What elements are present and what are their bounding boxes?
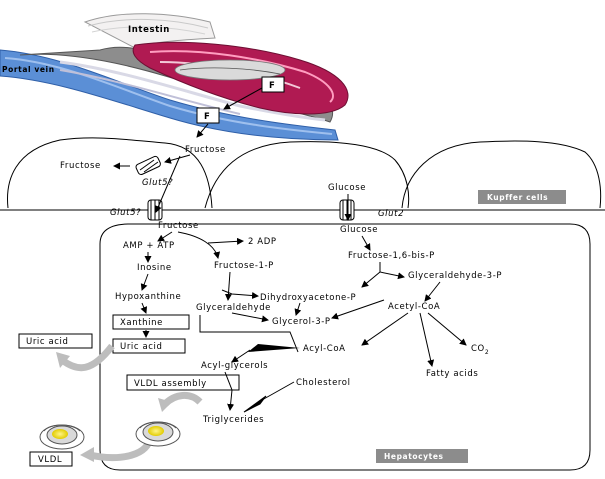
kupffer-cells-label-box: [478, 190, 566, 204]
hypoxanthine-label: Hypoxanthine: [115, 292, 181, 302]
fructose-1p-label: Fructose-1-P: [214, 261, 274, 271]
vldl-assembly-box: [126, 374, 240, 391]
uric-acid-out-label: Uric acid: [26, 337, 69, 347]
glycerol-3p-label: Glycerol-3-P: [272, 317, 331, 327]
fructose-portal-label: Fructose: [185, 145, 226, 155]
uric-acid-out-box: [18, 333, 93, 349]
glucose-sinusoid-label: Glucose: [328, 183, 366, 193]
fructose-16bp-label: Fructose-1,6-bis-P: [348, 251, 435, 261]
hepatocytes-label-box: [376, 449, 468, 463]
fructose-box-portal-label: F: [204, 112, 210, 122]
two-adp-label: 2 ADP: [248, 237, 277, 247]
kupffer-cells-label: Kupffer cells: [487, 193, 548, 202]
triglycerides-label: Triglycerides: [202, 415, 264, 425]
pathway-arrows: [140, 231, 467, 413]
glyceraldehyde-3p-label: Glyceraldehyde-3-P: [408, 271, 502, 281]
arrow-fructose-in: [155, 155, 181, 213]
arrow-fructose-into-kupffer: [164, 154, 191, 164]
fatty-acids-label: Fatty acids: [426, 369, 478, 379]
arrow-f-to-portal: [223, 87, 263, 110]
glut5-hepatocyte-label: Glut5?: [110, 208, 141, 218]
kupffer-cells: [0, 137, 605, 211]
xanthine-box: [112, 314, 190, 330]
uric-acid-in-box: [112, 338, 186, 354]
uric-acid-in-label: Uric acid: [120, 342, 163, 352]
vldl-label: VLDL: [38, 455, 62, 465]
fructose-box-portal: [196, 107, 220, 124]
acyl-glycerols-label: Acyl-glycerols: [201, 361, 268, 371]
glyceraldehyde-label: Glyceraldehyde: [196, 303, 271, 313]
vldl-assembly-label: VLDL assembly: [134, 379, 207, 389]
vldl-particle-icon-inner: [135, 421, 181, 447]
vldl-particle-icon-outer: [39, 424, 85, 450]
vldl-box: [29, 451, 73, 467]
fructose-box-intestine-label: F: [269, 81, 275, 91]
xanthine-label: Xanthine: [120, 318, 163, 328]
glut5-kupffer-transporter: [135, 155, 161, 176]
co2-subscript: 2: [485, 349, 489, 356]
glut5-kupffer-label: Glut5?: [142, 178, 173, 188]
hepatocyte-cell: [99, 223, 591, 471]
glucose-hep-label: Glucose: [340, 225, 378, 235]
portal-vein-label: Portal vein: [2, 65, 55, 74]
arrow-portal-to-liver: [196, 123, 209, 138]
glut2-hepatocyte-label: Glut2: [378, 209, 404, 219]
fructose-box-intestine: [261, 76, 285, 93]
acetyl-coa-label: Acetyl-CoA: [388, 302, 440, 312]
co2-label: CO2: [471, 344, 489, 356]
intestine-graphic: [0, 13, 349, 141]
dhap-label: Dihydroxyacetone-P: [260, 293, 356, 303]
fructose-kupffer-label: Fructose: [60, 161, 101, 171]
amp-atp-label: AMP + ATP: [123, 241, 175, 251]
cholesterol-label: Cholesterol: [296, 378, 351, 388]
inosine-label: Inosine: [137, 263, 172, 273]
glut2-hepatocyte-transporter: [339, 199, 355, 221]
acyl-coa-label: Acyl-CoA: [303, 344, 346, 354]
hepatocytes-label: Hepatocytes: [384, 452, 444, 461]
fructose-hep-label: Fructose: [158, 221, 199, 231]
intestin-label: Intestin: [128, 25, 170, 35]
